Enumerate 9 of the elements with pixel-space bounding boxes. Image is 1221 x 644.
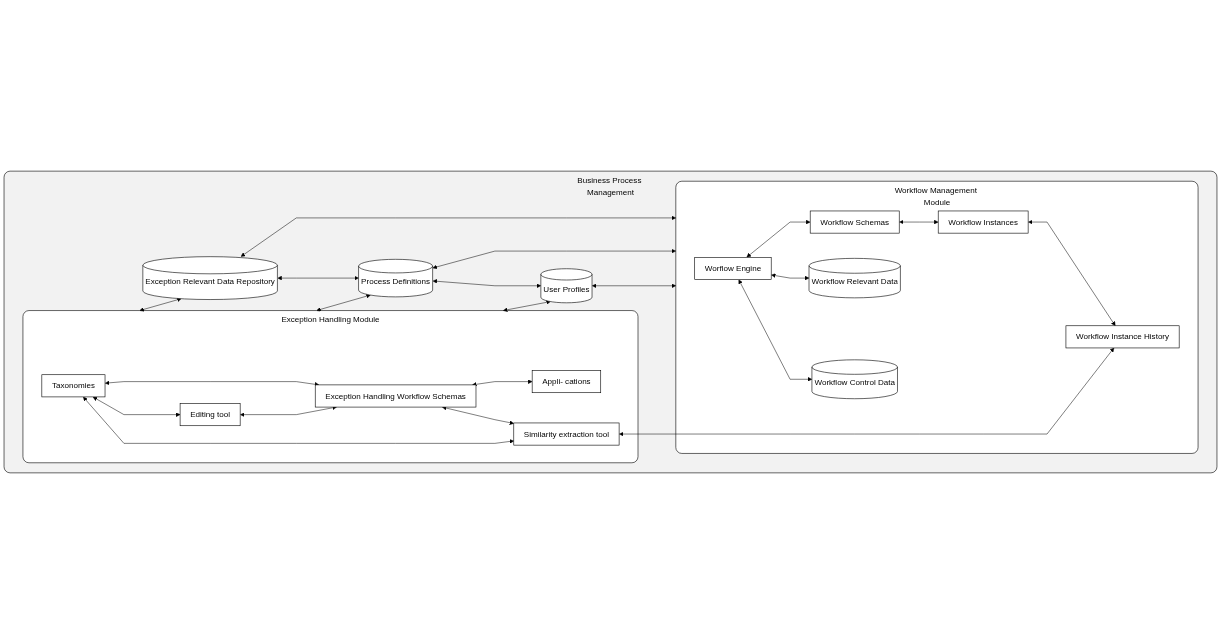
node-box: Workflow Instances xyxy=(937,210,1029,234)
node-box: Workflow Instance History xyxy=(1065,325,1180,349)
node-box: Taxonomies xyxy=(41,374,106,398)
node-box: Editing tool xyxy=(179,403,241,427)
node-box: Workflow Schemas xyxy=(809,210,900,234)
node-box: Appli- cations xyxy=(531,370,602,393)
node-box: Exception Handling Workflow Schemas xyxy=(314,384,477,408)
node-box: Similarity extraction tool xyxy=(513,422,620,446)
node-box: Worflow Engine xyxy=(694,257,772,280)
